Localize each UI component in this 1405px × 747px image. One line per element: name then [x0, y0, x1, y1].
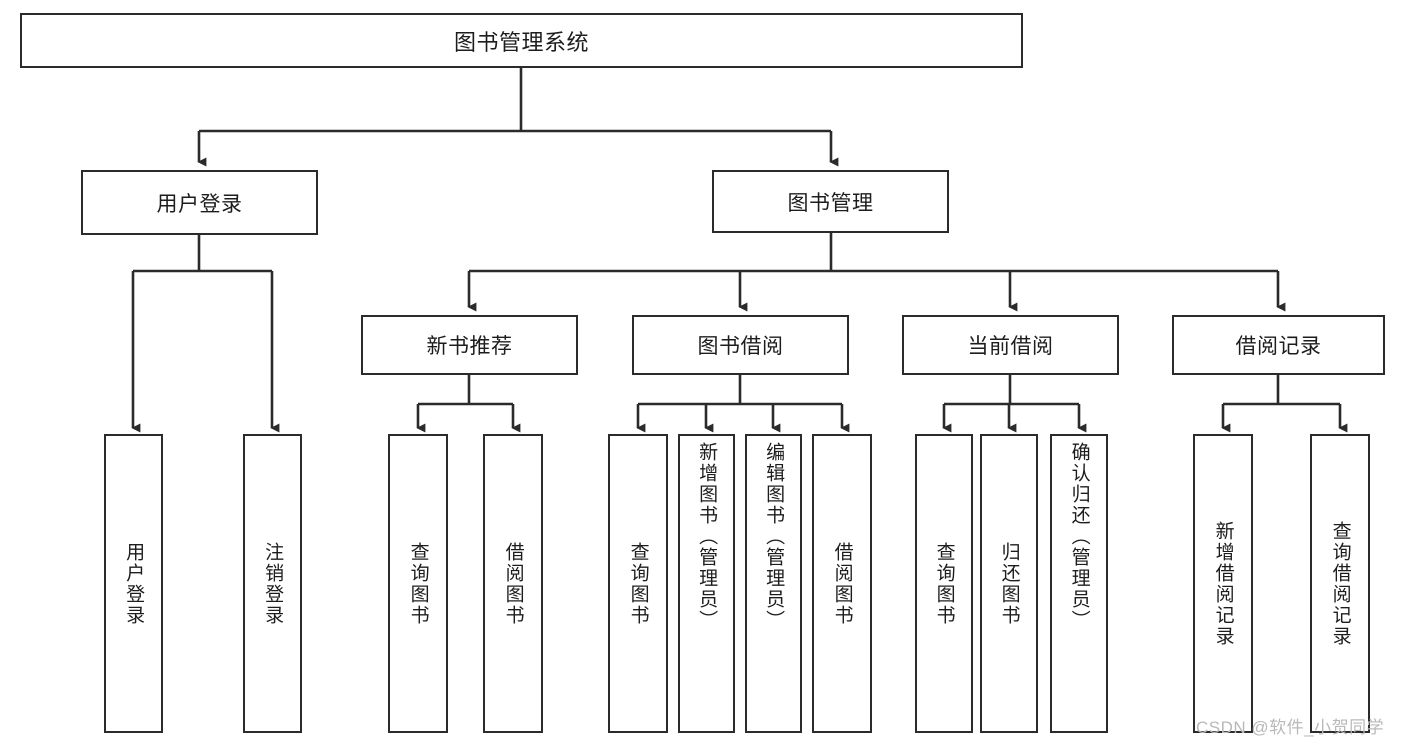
node-label: 新增借阅记录	[1212, 520, 1234, 647]
node-leaf-query-record[interactable]: 查询借阅记录	[1310, 434, 1370, 733]
csdn-watermark: CSDN @软件_小贺同学	[1196, 718, 1385, 737]
node-leaf-add-book[interactable]: 新增图书（管理员）	[678, 434, 735, 733]
node-leaf-user-login[interactable]: 用户登录	[104, 434, 163, 733]
node-leaf-add-record[interactable]: 新增借阅记录	[1193, 434, 1253, 733]
node-book-management[interactable]: 图书管理	[712, 170, 949, 233]
node-leaf-query-book-1[interactable]: 查询图书	[388, 434, 448, 733]
node-leaf-borrow-book-1[interactable]: 借阅图书	[483, 434, 543, 733]
node-label: 图书管理	[787, 191, 874, 215]
node-label: 归还图书	[998, 541, 1020, 626]
node-leaf-borrow-book-2[interactable]: 借阅图书	[812, 434, 872, 733]
node-leaf-query-book-2[interactable]: 查询图书	[608, 434, 668, 733]
node-label: 图书借阅	[697, 335, 784, 358]
node-label: 注销登录	[262, 541, 284, 626]
node-leaf-query-book-3[interactable]: 查询图书	[915, 434, 973, 733]
node-leaf-return-book[interactable]: 归还图书	[980, 434, 1038, 733]
node-current-borrow[interactable]: 当前借阅	[902, 315, 1119, 375]
node-label: 当前借阅	[967, 335, 1054, 358]
node-leaf-logout[interactable]: 注销登录	[243, 434, 302, 733]
node-label: 查询图书	[933, 541, 955, 626]
node-label: 借阅记录	[1235, 335, 1322, 358]
node-label: 确认归还（管理员）	[1068, 442, 1090, 631]
node-label: 用户登录	[156, 192, 243, 216]
node-user-login[interactable]: 用户登录	[81, 170, 318, 235]
node-label: 借阅图书	[502, 541, 524, 626]
node-root-system[interactable]: 图书管理系统	[20, 13, 1023, 68]
node-label: 新增图书（管理员）	[696, 442, 718, 631]
node-label: 查询图书	[627, 541, 649, 626]
node-label: 新书推荐	[426, 335, 513, 358]
node-label: 编辑图书（管理员）	[763, 442, 785, 631]
node-borrow-records[interactable]: 借阅记录	[1172, 315, 1385, 375]
node-leaf-edit-book[interactable]: 编辑图书（管理员）	[745, 434, 802, 733]
node-new-book-recommend[interactable]: 新书推荐	[361, 315, 578, 375]
node-label: 图书管理系统	[453, 29, 589, 55]
node-book-borrow[interactable]: 图书借阅	[632, 315, 849, 375]
node-label: 查询图书	[407, 541, 429, 626]
node-label: 用户登录	[123, 541, 145, 626]
node-leaf-confirm-return[interactable]: 确认归还（管理员）	[1050, 434, 1108, 733]
node-label: 借阅图书	[831, 541, 853, 626]
node-label: 查询借阅记录	[1329, 520, 1351, 647]
